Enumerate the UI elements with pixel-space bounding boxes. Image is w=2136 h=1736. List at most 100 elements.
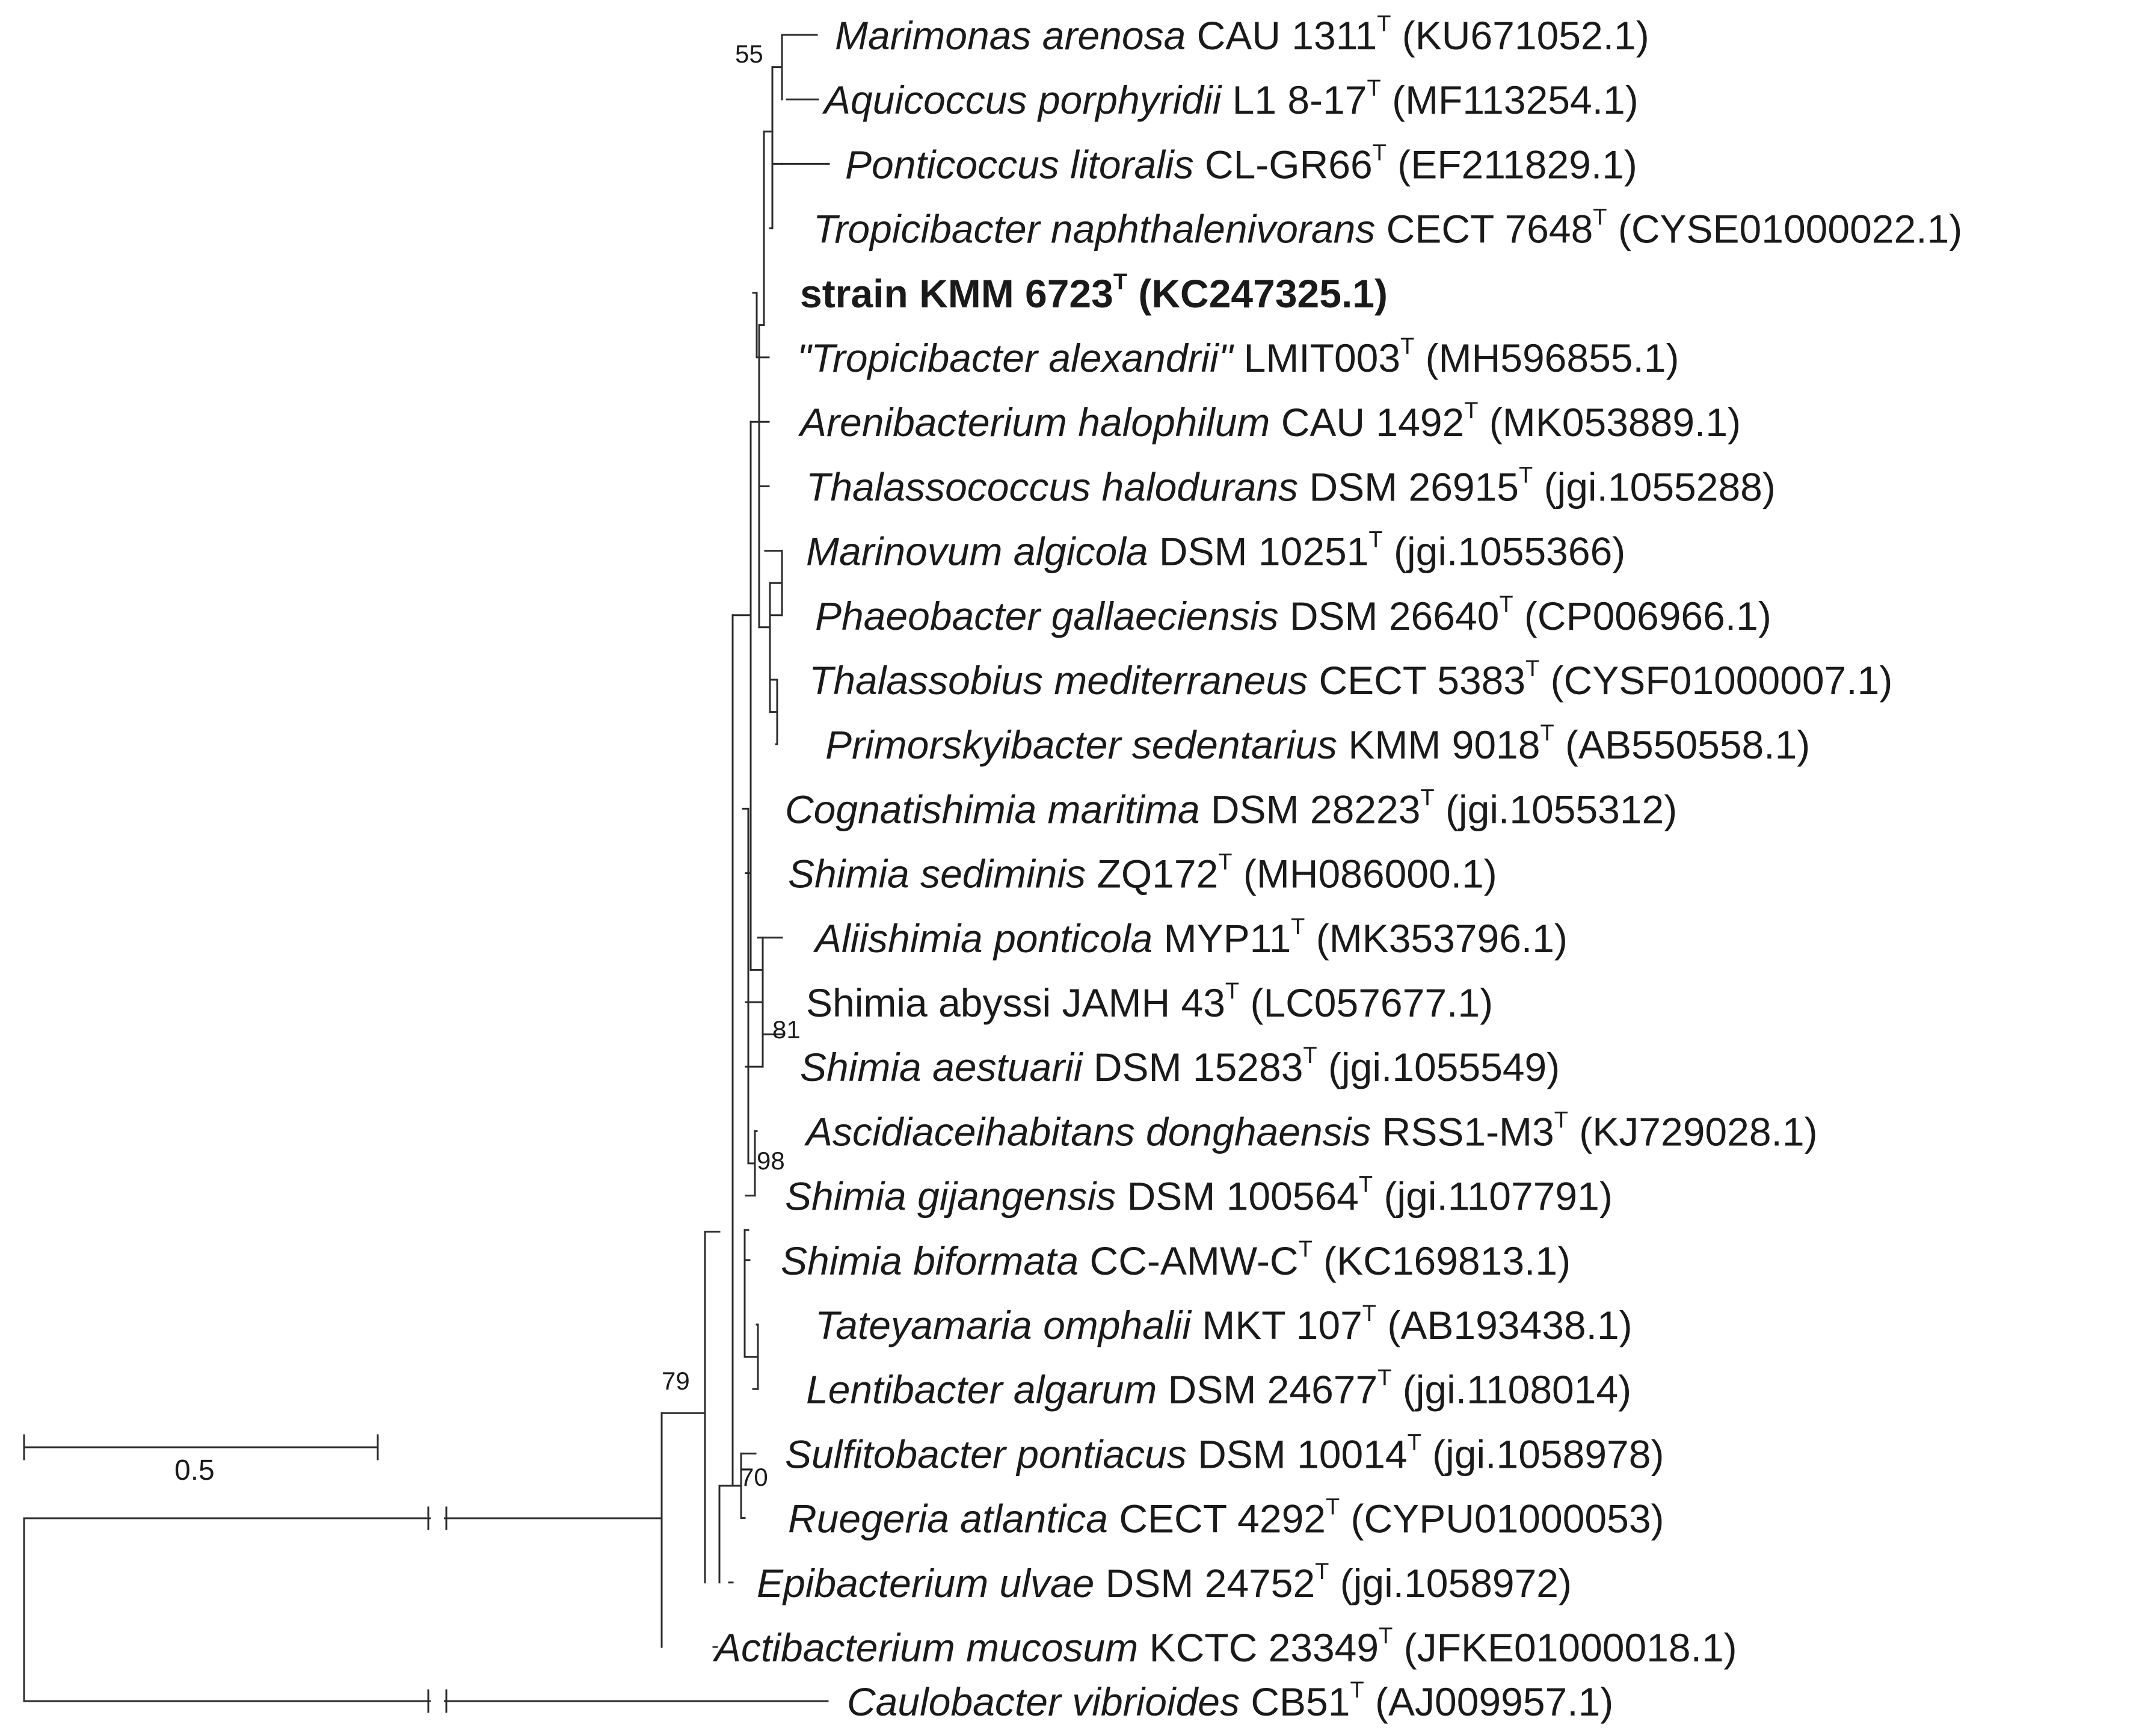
taxon-strain: L1 8-17: [1233, 78, 1367, 122]
taxon-label-shimia-gijangensis: Shimia gijangensis DSM 100564T (jgi.1107…: [785, 1172, 1613, 1219]
taxon-species-name: Tateyamaria omphalii: [815, 1303, 1202, 1347]
taxon-accession: (MK353796.1): [1305, 916, 1568, 961]
type-strain-superscript: T: [1377, 1365, 1391, 1391]
taxon-species-name: Shimia aestuarii: [800, 1045, 1094, 1089]
taxon-accession: (CYSE01000022.1): [1607, 207, 1963, 251]
taxon-species-name: Ruegeria atlantica: [788, 1497, 1119, 1541]
taxon-strain: MKT 107: [1202, 1303, 1362, 1347]
taxon-strain: DSM 26915: [1309, 464, 1519, 509]
taxon-accession: (jgi.1058972): [1329, 1561, 1572, 1605]
taxon-label-tropicibacter-alex: "Tropicibacter alexandrii" LMIT003T (MH5…: [797, 334, 1679, 380]
type-strain-superscript: T: [1464, 398, 1478, 423]
taxon-strain: DSM 10251: [1159, 529, 1369, 574]
taxon-strain: strain KMM 6723: [800, 271, 1113, 316]
taxon-strain: CAU 1311: [1197, 13, 1377, 58]
type-strain-superscript: T: [1303, 1043, 1317, 1068]
taxon-label-shimia-abyssi: Shimia abyssi JAMH 43T (LC057677.1): [806, 979, 1493, 1025]
taxon-label-marimonas: Marimonas arenosa CAU 1311T (KU671052.1): [835, 11, 1649, 58]
taxon-strain: DSM 28223: [1211, 787, 1421, 831]
taxon-accession: (CYSF01000007.1): [1539, 658, 1892, 703]
taxon-strain: CECT 4292: [1119, 1497, 1326, 1541]
type-strain-superscript: T: [1420, 785, 1434, 810]
taxon-label-thalassococcus: Thalassococcus halodurans DSM 26915T (jg…: [806, 463, 1776, 509]
taxon-species-name: Phaeobacter gallaeciensis: [815, 594, 1290, 638]
taxon-strain: DSM 26640: [1290, 594, 1500, 638]
taxon-species-name: Marimonas arenosa: [835, 13, 1197, 58]
type-strain-superscript: T: [1350, 1678, 1364, 1703]
taxon-strain: KCTC 23349: [1150, 1625, 1379, 1670]
taxon-label-actibacterium: Actibacterium mucosum KCTC 23349T (JFKE0…: [712, 1624, 1737, 1670]
taxon-accession: (MH086000.1): [1233, 852, 1497, 896]
taxon-strain: CL-GR66: [1205, 142, 1373, 186]
taxon-species-name: Shimia biformata: [781, 1239, 1090, 1283]
taxon-strain: CAU 1492: [1281, 400, 1465, 445]
scale-bar: 0.5: [23, 1434, 379, 1486]
taxon-strain: DSM 15283: [1094, 1045, 1303, 1089]
taxon-label-epibacterium: Epibacterium ulvae DSM 24752T (jgi.10589…: [757, 1559, 1572, 1605]
taxon-accession: (KJ729028.1): [1568, 1109, 1818, 1154]
taxon-accession: (KC169813.1): [1313, 1239, 1571, 1283]
taxon-accession: (jgi.1055549): [1317, 1045, 1560, 1089]
type-strain-superscript: T: [1540, 721, 1554, 746]
taxon-accession: (MK053889.1): [1478, 400, 1741, 445]
type-strain-superscript: T: [1218, 850, 1232, 875]
type-strain-superscript: T: [1377, 11, 1391, 37]
type-strain-superscript: T: [1408, 1430, 1421, 1455]
taxon-species-name: Thalassococcus halodurans: [806, 464, 1309, 509]
taxon-strain: LMIT003: [1244, 336, 1400, 380]
taxon-strain: Shimia abyssi JAMH 43: [806, 980, 1225, 1025]
taxon-species-name: Primorskyibacter sedentarius: [825, 722, 1348, 767]
taxon-species-name: Aquicoccus porphyridii: [822, 78, 1233, 122]
taxon-label-ponticoccus: Ponticoccus litoralis CL-GR66T (EF211829…: [845, 140, 1637, 186]
taxon-accession: (AJ009957.1): [1364, 1679, 1614, 1724]
taxon-accession: (AB193438.1): [1376, 1303, 1633, 1347]
type-strain-superscript: T: [1519, 463, 1533, 488]
taxon-label-shimia-aestuarii: Shimia aestuarii DSM 15283T (jgi.1055549…: [800, 1043, 1560, 1089]
taxon-species-name: Aliishimia ponticola: [813, 916, 1164, 961]
taxon-accession: (JFKE01000018.1): [1393, 1625, 1737, 1670]
taxon-species-name: Epibacterium ulvae: [757, 1561, 1106, 1605]
taxon-strain: DSM 24752: [1106, 1561, 1316, 1605]
taxon-accession: (EF211829.1): [1387, 142, 1637, 186]
type-strain-superscript: T: [1299, 1237, 1313, 1262]
taxon-strain: CECT 5383: [1319, 658, 1525, 703]
type-strain-superscript: T: [1373, 140, 1387, 165]
taxon-label-cognatishimia: Cognatishimia maritima DSM 28223T (jgi.1…: [785, 785, 1677, 831]
taxon-label-ruegeria: Ruegeria atlantica CECT 4292T (CYPU01000…: [788, 1495, 1664, 1541]
taxon-label-ascidiaceihabitans: Ascidiaceihabitans donghaensis RSS1-M3T …: [804, 1107, 1818, 1154]
taxon-accession: (CYPU01000053): [1340, 1497, 1664, 1541]
taxon-accession: (CP006966.1): [1513, 594, 1771, 638]
taxon-species-name: Cognatishimia maritima: [785, 787, 1211, 831]
taxon-strain: ZQ172: [1097, 852, 1219, 896]
support-value-ingroup-excluding-actibacterium: 79: [662, 1367, 690, 1395]
taxon-species-name: Thalassobius mediterraneus: [809, 658, 1319, 703]
tree-branches: [23, 34, 830, 1713]
taxon-strain: CECT 7648: [1387, 207, 1593, 251]
taxon-strain: DSM 24677: [1168, 1367, 1378, 1412]
taxon-accession: (MF113254.1): [1381, 78, 1639, 122]
type-strain-superscript: T: [1499, 592, 1513, 617]
taxon-strain: MYP11: [1164, 916, 1291, 961]
taxon-accession: (jgi.1108014): [1391, 1367, 1631, 1412]
type-strain-superscript: T: [1379, 1624, 1393, 1649]
taxon-species-name: Ascidiaceihabitans donghaensis: [804, 1109, 1382, 1154]
type-strain-superscript: T: [1315, 1559, 1329, 1584]
taxon-label-kmm6723: strain KMM 6723T (KC247325.1): [800, 269, 1388, 316]
scale-bar-label: 0.5: [174, 1454, 215, 1486]
support-value-marimonas-aquicoccus: 55: [735, 40, 763, 68]
type-strain-superscript: T: [1113, 269, 1127, 295]
support-value-sulfitobacter-ruegeria: 70: [740, 1463, 768, 1491]
type-strain-superscript: T: [1362, 1301, 1376, 1326]
taxon-labels: Marimonas arenosa CAU 1311T (KU671052.1)…: [712, 11, 1962, 1724]
taxon-accession: (jgi.1055366): [1383, 529, 1626, 574]
type-strain-superscript: T: [1400, 334, 1414, 359]
taxon-accession: (MH596855.1): [1414, 336, 1679, 380]
taxon-label-sulfitobacter: Sulfitobacter pontiacus DSM 10014T (jgi.…: [785, 1430, 1664, 1476]
taxon-strain: CC-AMW-C: [1090, 1239, 1299, 1283]
taxon-label-arenibacterium: Arenibacterium halophilum CAU 1492T (MK0…: [798, 398, 1741, 445]
type-strain-superscript: T: [1367, 76, 1381, 101]
taxon-label-caulobacter: Caulobacter vibrioides CB51T (AJ009957.1…: [847, 1678, 1613, 1724]
branch-break-gap-0: [431, 1515, 444, 1522]
taxon-species-name: "Tropicibacter alexandrii": [797, 336, 1244, 380]
